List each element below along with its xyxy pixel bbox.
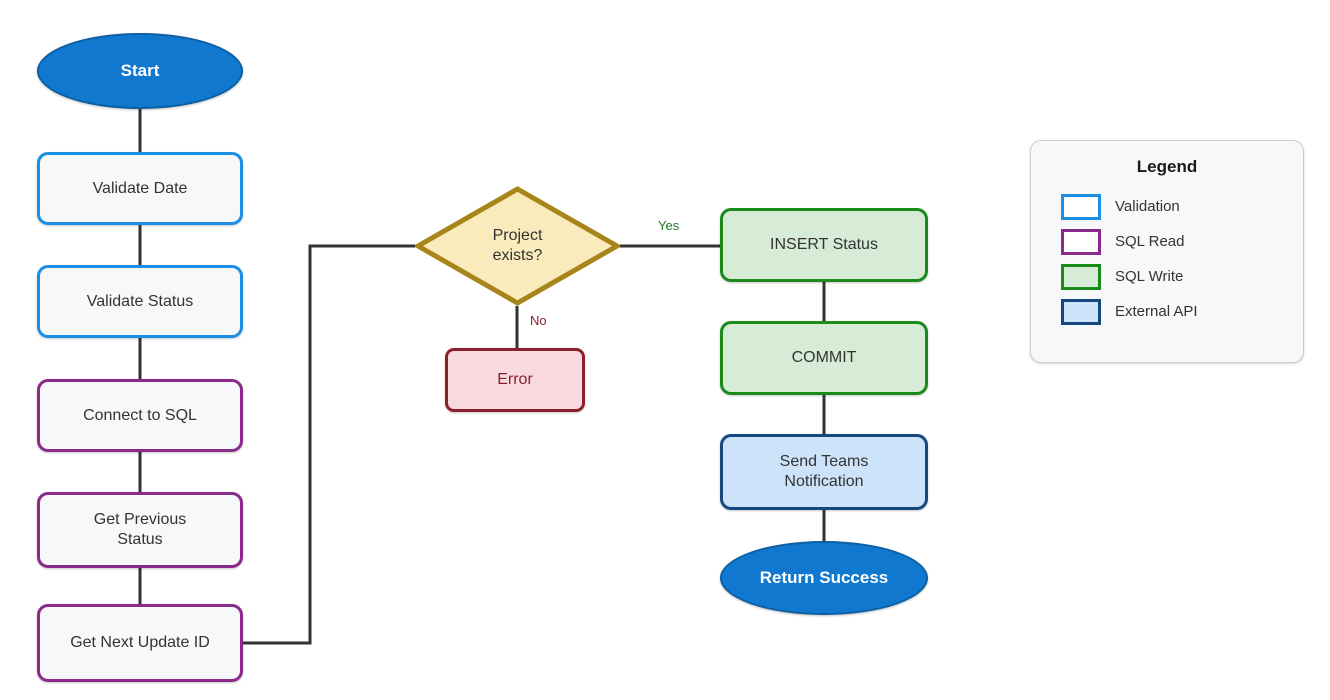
- node-label-decision: Project exists?: [492, 227, 543, 264]
- legend-item-external-api: External API: [1031, 294, 1303, 329]
- legend-item-sql-write: SQL Write: [1031, 259, 1303, 294]
- node-label-getnextid: Get Next Update ID: [70, 634, 210, 651]
- node-label-commit: COMMIT: [791, 349, 857, 366]
- node-getprev[interactable]: Get Previous Status: [37, 492, 243, 568]
- node-insert[interactable]: INSERT Status: [720, 208, 928, 282]
- node-label-start: Start: [120, 61, 160, 81]
- node-valstatus[interactable]: Validate Status: [37, 265, 243, 338]
- node-valdate[interactable]: Validate Date: [37, 152, 243, 225]
- edge-getnextid-to-decision: [243, 244, 415, 645]
- node-success[interactable]: Return Success: [720, 541, 928, 615]
- node-label-insert: INSERT Status: [770, 236, 878, 253]
- node-getnextid[interactable]: Get Next Update ID: [37, 604, 243, 682]
- node-label-connect: Connect to SQL: [83, 406, 197, 424]
- node-label-teams: Send Teams Notification: [779, 453, 869, 490]
- node-decision[interactable]: Project exists?: [415, 186, 620, 306]
- legend-swatch-icon: [1061, 193, 1101, 220]
- legend-item-label: Validation: [1115, 198, 1180, 215]
- legend-title: Legend: [1136, 157, 1198, 176]
- legend-swatch-icon: [1061, 263, 1101, 290]
- decision-diamond-shape: [415, 186, 620, 306]
- node-teams[interactable]: Send Teams Notification: [720, 434, 928, 510]
- legend-swatch-icon: [1061, 298, 1101, 325]
- node-label-valstatus: Validate Status: [86, 292, 194, 310]
- node-commit[interactable]: COMMIT: [720, 321, 928, 395]
- node-error[interactable]: Error: [445, 348, 585, 412]
- node-connect[interactable]: Connect to SQL: [37, 379, 243, 452]
- legend-item-label: External API: [1115, 303, 1198, 320]
- legend-item-validation: Validation: [1031, 189, 1303, 224]
- legend-item-label: SQL Read: [1115, 233, 1185, 250]
- legend-swatch-icon: [1061, 228, 1101, 255]
- node-label-success: Return Success: [759, 568, 889, 588]
- legend-item-sql-read: SQL Read: [1031, 224, 1303, 259]
- node-label-getprev: Get Previous Status: [93, 511, 187, 548]
- legend-item-label: SQL Write: [1115, 268, 1184, 285]
- node-label-valdate: Validate Date: [92, 179, 188, 197]
- no-label: No: [530, 313, 547, 328]
- yes-label: Yes: [658, 218, 680, 233]
- node-label-error: Error: [497, 371, 533, 388]
- node-start[interactable]: Start: [37, 33, 243, 109]
